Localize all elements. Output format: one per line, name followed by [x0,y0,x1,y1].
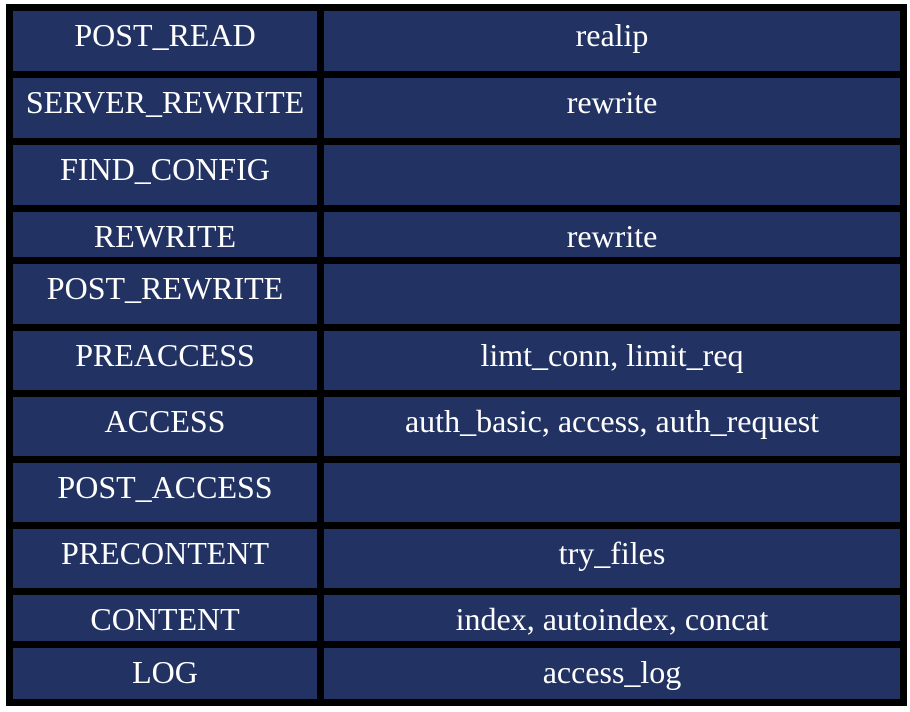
module-cell [324,463,907,529]
phase-label: PREACCESS [75,337,255,373]
module-label: access_log [542,654,682,690]
table-row: PRECONTENT try_files [6,529,907,595]
phase-label: POST_READ [74,17,256,53]
module-cell [324,264,907,331]
table-row: REWRITE rewrite [6,212,907,264]
phase-cell: LOG [6,648,324,706]
phase-cell: ACCESS [6,397,324,463]
module-label: rewrite [566,218,658,254]
module-cell: rewrite [324,78,907,145]
table-row: POST_ACCESS [6,463,907,529]
phase-label: POST_REWRITE [46,270,284,306]
module-cell: realip [324,4,907,78]
phase-label: PRECONTENT [61,535,269,571]
table-row: ACCESS auth_basic, access, auth_request [6,397,907,463]
module-label: auth_basic, access, auth_request [404,403,820,439]
phase-cell: POST_REWRITE [6,264,324,331]
phase-label: ACCESS [104,403,226,439]
module-cell: index, autoindex, concat [324,595,907,648]
phase-cell: FIND_CONFIG [6,145,324,212]
phase-cell: CONTENT [6,595,324,648]
module-label: try_files [558,535,666,571]
module-cell: access_log [324,648,907,706]
phase-module-table: POST_READ realip SERVER_REWRITE rewrite … [6,4,907,706]
module-label: limt_conn, limit_req [480,337,744,373]
module-cell [324,145,907,212]
module-label: rewrite [566,84,658,120]
table-row: POST_REWRITE [6,264,907,331]
phase-label: CONTENT [90,601,240,637]
table-row: POST_READ realip [6,4,907,78]
table-row: LOG access_log [6,648,907,706]
module-cell: rewrite [324,212,907,264]
table-row: SERVER_REWRITE rewrite [6,78,907,145]
phase-cell: PREACCESS [6,331,324,397]
table-row: CONTENT index, autoindex, concat [6,595,907,648]
phase-cell: PRECONTENT [6,529,324,595]
module-label: index, autoindex, concat [455,601,769,637]
module-cell: limt_conn, limit_req [324,331,907,397]
module-cell: try_files [324,529,907,595]
phase-label: POST_ACCESS [57,469,273,505]
phase-label: LOG [132,654,198,690]
module-label: realip [575,17,649,53]
phase-cell: SERVER_REWRITE [6,78,324,145]
phase-cell: REWRITE [6,212,324,264]
phase-cell: POST_READ [6,4,324,78]
phase-cell: POST_ACCESS [6,463,324,529]
table-row: FIND_CONFIG [6,145,907,212]
phase-label: SERVER_REWRITE [25,84,305,120]
phase-label: REWRITE [93,218,237,254]
phase-table-body: POST_READ realip SERVER_REWRITE rewrite … [6,4,907,706]
module-cell: auth_basic, access, auth_request [324,397,907,463]
phase-label: FIND_CONFIG [60,151,270,187]
table-row: PREACCESS limt_conn, limit_req [6,331,907,397]
